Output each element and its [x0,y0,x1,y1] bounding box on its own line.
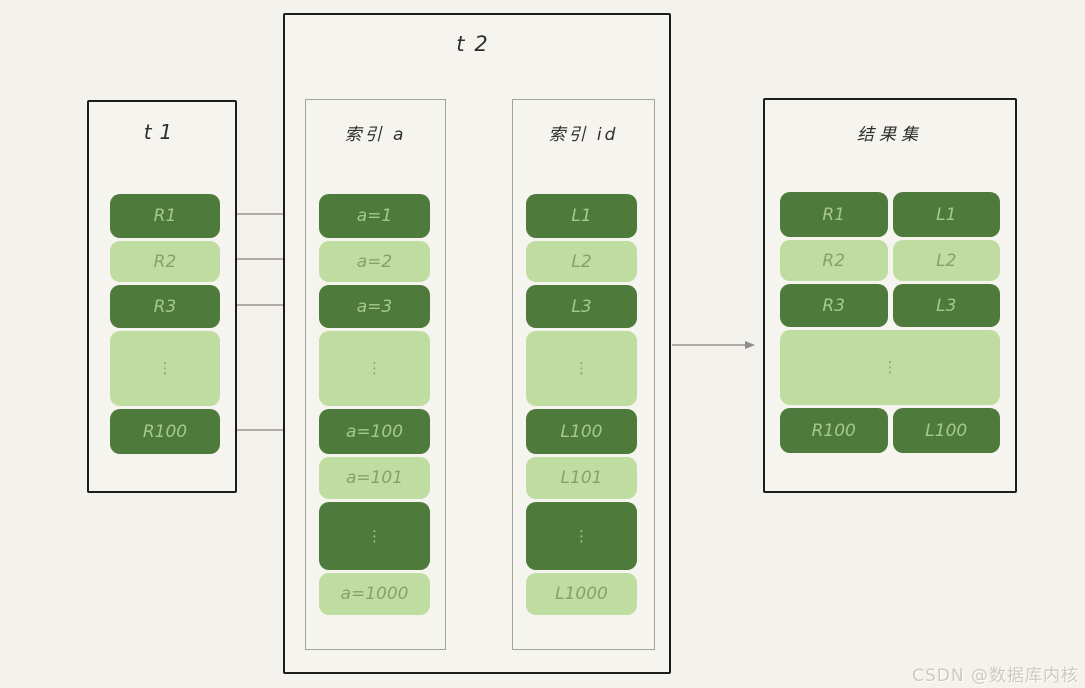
result-row-3: R3 L3 [780,284,1000,327]
index-a-row-3: a=3 [319,285,430,328]
t1-title: t1 [143,120,181,144]
index-a-row-2: a=2 [319,241,430,282]
result-row-1: R1 L1 [780,192,1000,237]
result-cell-l1: L1 [892,192,1000,237]
result-cell-l100: L100 [892,408,1000,453]
index-a-rows: a=1 a=2 a=3 ⋮ a=100 a=101 ⋮ a=1000 [319,194,430,615]
index-a-title: 索引 a [344,125,407,145]
t1-row-r100: R100 [110,409,220,454]
csdn-watermark: CSDN @数据库内核 [912,666,1079,686]
result-cell-l2: L2 [892,240,1000,281]
index-a-row-101: a=101 [319,457,430,499]
index-a-row-1000: a=1000 [319,573,430,615]
t1-row-r1: R1 [110,194,220,238]
index-a-box: 索引 a a=1 a=2 a=3 ⋮ a=100 a=101 ⋮ a=1000 [305,99,446,650]
index-a-row-ellipsis-2: ⋮ [319,502,430,570]
result-cell-r3: R3 [780,284,888,327]
result-row-2: R2 L2 [780,240,1000,281]
index-a-row-100: a=100 [319,409,430,454]
result-cell-l3: L3 [892,284,1000,327]
result-cell-r1: R1 [780,192,888,237]
table-t2-box: t2 索引 a a=1 a=2 a=3 ⋮ a=100 a=101 ⋮ a=10… [283,13,671,674]
index-a-row-1: a=1 [319,194,430,238]
index-id-row-2: L2 [526,241,637,282]
t1-row-r3: R3 [110,285,220,328]
index-id-row-1: L1 [526,194,637,238]
result-cell-r100: R100 [780,408,888,453]
index-id-box: 索引 id L1 L2 L3 ⋮ L100 L101 ⋮ L1000 [512,99,655,650]
result-set-box: 结果集 R1 L1 R2 L2 R3 L3 ⋮ R100 L100 [763,98,1017,493]
index-id-row-ellipsis-2: ⋮ [526,502,637,570]
result-row-ellipsis: ⋮ [780,330,1000,405]
t1-row-r2: R2 [110,241,220,282]
index-id-row-1000: L1000 [526,573,637,615]
result-set-title: 结果集 [857,125,923,145]
index-a-row-ellipsis-1: ⋮ [319,331,430,406]
t1-row-ellipsis: ⋮ [110,331,220,406]
index-id-title: 索引 id [548,125,619,145]
index-id-row-100: L100 [526,409,637,454]
result-row-100: R100 L100 [780,408,1000,453]
index-id-row-3: L3 [526,285,637,328]
result-rows: R1 L1 R2 L2 R3 L3 ⋮ R100 L100 [780,192,1000,453]
table-t1-box: t1 R1 R2 R3 ⋮ R100 [87,100,237,493]
index-id-row-ellipsis-1: ⋮ [526,331,637,406]
index-id-rows: L1 L2 L3 ⋮ L100 L101 ⋮ L1000 [526,194,637,615]
t1-rows: R1 R2 R3 ⋮ R100 [110,194,220,454]
index-id-row-101: L101 [526,457,637,499]
result-cell-r2: R2 [780,240,888,281]
t2-title: t2 [456,32,498,56]
